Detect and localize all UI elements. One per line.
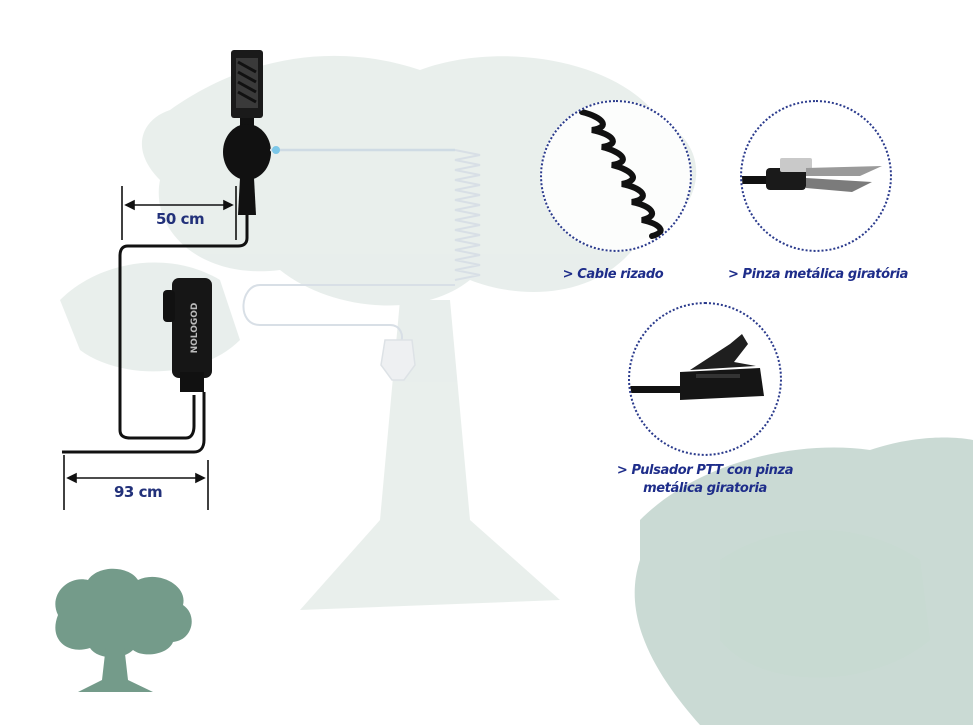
caption-coiled-cable: > Cable rizado	[562, 267, 664, 282]
metal-clip-icon	[742, 158, 882, 192]
caption-ptt-line1: > Pulsador PTT con pinza	[616, 463, 794, 478]
dimension-label-50cm: 50 cm	[156, 210, 205, 228]
ptt-clip-icon	[630, 334, 764, 400]
callout-coiled-cable	[540, 100, 692, 252]
cable-junction-icon	[223, 124, 271, 180]
dimension-50cm	[121, 186, 237, 240]
callout-metal-clip	[740, 100, 892, 252]
caption-ptt-line2: metálica giratoria	[643, 481, 767, 496]
earpiece-tip-icon	[380, 339, 416, 381]
caption-ptt-clip: > Pulsador PTT con pinza metálica girato…	[600, 462, 810, 498]
ptt-button-icon: NOLOGOD	[163, 278, 212, 392]
ptt-brand-label: NOLOGOD	[190, 303, 200, 354]
caption-metal-clip: > Pinza metálica giratória	[727, 267, 909, 282]
dimension-93cm	[63, 455, 209, 510]
radio-connector-icon	[231, 50, 263, 130]
callout-ptt-clip	[628, 302, 782, 456]
dimension-label-93cm: 93 cm	[114, 483, 163, 501]
coiled-cable-icon	[579, 109, 664, 239]
